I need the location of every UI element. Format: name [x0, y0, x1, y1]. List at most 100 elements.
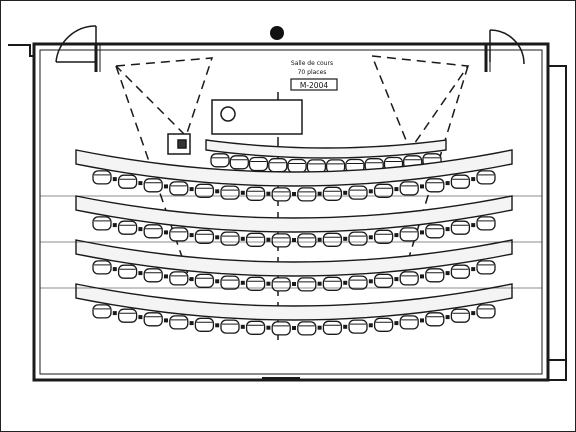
seat-row [75, 283, 513, 336]
seat [92, 304, 112, 319]
seat-connector [445, 181, 450, 186]
seat [169, 181, 189, 196]
seat-connector [394, 233, 399, 238]
seat [373, 229, 394, 244]
seat-connector [394, 321, 399, 326]
seat-connector [138, 271, 143, 276]
seat-connector [215, 279, 220, 284]
projector-fixture-icon [270, 26, 284, 40]
seat [194, 317, 215, 332]
seat-connector [343, 190, 348, 195]
seating-area [40, 139, 542, 336]
seat [425, 224, 445, 239]
seat-row [75, 149, 513, 202]
seat [476, 304, 496, 319]
door-top-left [55, 25, 97, 63]
seat [220, 319, 240, 334]
seat [117, 264, 138, 279]
seat-connector [112, 311, 117, 316]
seat [271, 233, 291, 248]
seat-connector [138, 181, 143, 186]
seat [245, 232, 266, 247]
seat [297, 233, 317, 248]
seat [143, 268, 163, 283]
seat-connector [292, 282, 296, 286]
seat-connector [394, 277, 399, 282]
seat [143, 312, 163, 327]
desk-table [205, 139, 447, 159]
seat-connector [266, 237, 271, 242]
seat [117, 220, 138, 235]
seat [476, 260, 496, 275]
seat [92, 170, 112, 185]
room-walls [8, 42, 567, 382]
seat [169, 315, 189, 330]
desk-table [75, 283, 513, 321]
seat-connector [164, 230, 168, 235]
seat [373, 273, 394, 288]
seat-connector [189, 233, 194, 238]
seat-connector [420, 230, 424, 235]
seat-connector [445, 271, 450, 276]
seat-connector [266, 325, 271, 330]
seat [169, 227, 189, 242]
seat-connector [420, 318, 424, 323]
projection-lines [115, 55, 470, 340]
seat [143, 178, 163, 193]
room-title-label: Salle de cours [291, 60, 333, 67]
seat-connector [164, 318, 168, 323]
seat [476, 216, 496, 231]
seat-row [75, 239, 513, 292]
seat [117, 308, 138, 323]
seat-connector [343, 280, 348, 285]
seat [322, 186, 343, 201]
seat [450, 308, 471, 323]
seat [450, 264, 471, 279]
seat [348, 185, 368, 200]
seat [194, 183, 215, 198]
seat-connector [420, 184, 424, 189]
seat [348, 319, 368, 334]
seat-connector [266, 281, 271, 286]
seat [245, 276, 266, 291]
seat [92, 216, 112, 231]
seat [322, 276, 343, 291]
room-code-box [290, 78, 338, 91]
desk-table [75, 239, 513, 277]
seat-connector [189, 321, 194, 326]
seat [450, 174, 471, 189]
seat-connector [112, 267, 117, 272]
seat-connector [240, 324, 245, 329]
seat [425, 268, 445, 283]
seat-connector [164, 184, 168, 189]
seat-connector [240, 190, 245, 195]
seat [425, 178, 445, 193]
seat [348, 275, 368, 290]
seat-connector [343, 236, 348, 241]
seat [287, 158, 307, 174]
seat-connector [368, 189, 373, 194]
seat-connector [189, 187, 194, 192]
seat [271, 321, 291, 336]
seat [399, 227, 419, 242]
seat-connector [317, 191, 322, 196]
seat-connector [215, 235, 220, 240]
seat-connector [292, 326, 296, 330]
seat [297, 321, 317, 336]
seat-connector [112, 177, 117, 182]
seat [143, 224, 163, 239]
seat [220, 231, 240, 246]
seat-connector [189, 277, 194, 282]
seat [229, 155, 249, 170]
door-top-right [489, 29, 525, 65]
seat [348, 231, 368, 246]
room-capacity-label: 70 places [298, 69, 327, 76]
seat-connector [445, 227, 450, 232]
seat-connector [445, 315, 450, 320]
seat [425, 312, 445, 327]
lectern [167, 99, 303, 155]
seat [297, 277, 317, 292]
seat-connector [471, 223, 476, 228]
seat [297, 187, 317, 202]
